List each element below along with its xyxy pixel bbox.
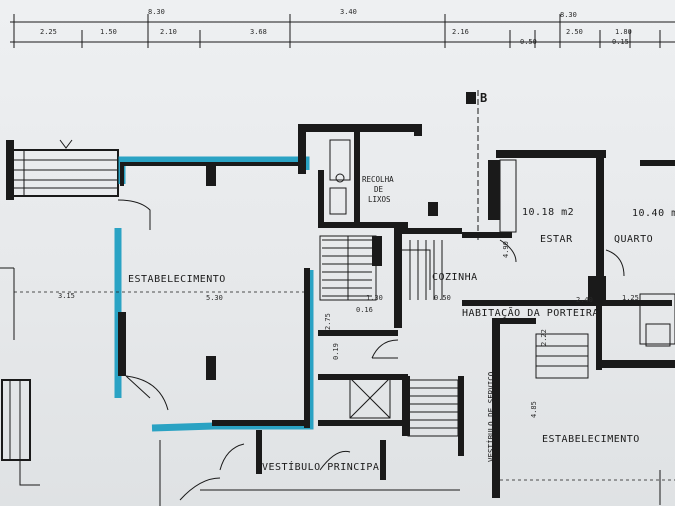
room-label-lixos: LIXOS <box>368 195 391 204</box>
dim-019: 0.19 <box>332 343 340 360</box>
room-label-estar: ESTAR <box>540 234 573 245</box>
room-label-estabelecimento-left: ESTABELECIMENTO <box>128 274 226 285</box>
dim-210: 2.10 <box>160 28 177 36</box>
room-label-vestibulo-servico: VESTÍBULO DE SERVIÇO <box>487 371 496 462</box>
dim-050: 0.50 <box>520 38 537 46</box>
dim-275: 2.75 <box>324 313 332 330</box>
left-stairs <box>6 139 151 230</box>
dim-016: 0.16 <box>356 306 373 314</box>
dim-150: 1.50 <box>100 28 117 36</box>
service-core <box>200 124 464 491</box>
dim-125: 1.25 <box>622 294 639 302</box>
dim-240: 2.40 <box>576 296 593 304</box>
dim-180: 1.80 <box>615 28 632 36</box>
section-marker-label: B <box>480 91 487 105</box>
room-label-de: DE <box>374 185 384 194</box>
room-area-estar: 10.18 m2 <box>522 207 574 218</box>
room-label-recolha: RECOLHA <box>362 175 394 184</box>
dim-490: 4.90 <box>502 241 510 258</box>
room-label-estabelecimento-right: ESTABELECIMENTO <box>542 434 640 445</box>
room-area-quarto: 10.40 m <box>632 208 675 219</box>
right-apartment <box>462 150 675 505</box>
dim-216: 2.16 <box>452 28 469 36</box>
room-label-vestibulo-principal: VESTÍBULO PRINCIPAL <box>262 460 386 473</box>
dim-530: 5.30 <box>206 294 223 302</box>
dim-250: 2.50 <box>566 28 583 36</box>
dim-485: 4.85 <box>530 401 538 418</box>
dim-315: 3.15 <box>58 292 75 300</box>
section-marker: B <box>466 90 487 240</box>
room-label-quarto: QUARTO <box>614 234 653 245</box>
room-label-cozinha: COZINHA <box>432 272 478 283</box>
dim-top-830-left: 8.30 <box>148 8 165 16</box>
dim-015: 0.15 <box>612 38 629 46</box>
dim-050-mid: 0.50 <box>434 294 451 302</box>
bottom-left-details <box>159 356 221 506</box>
top-dimension-lines: 8.30 3.40 8.30 2.25 1.50 2.10 3.68 2.16 … <box>10 8 675 48</box>
dim-222: 2.22 <box>540 329 548 346</box>
room-label-habitacao: HABITAÇÃO DA PORTEIRA <box>462 306 599 319</box>
dim-368: 3.68 <box>250 28 267 36</box>
dim-top-340: 3.40 <box>340 8 357 16</box>
dim-225: 2.25 <box>40 28 57 36</box>
establishment-walls <box>0 162 310 486</box>
dim-130: 1.30 <box>366 294 383 302</box>
dim-top-830-right: 8.30 <box>560 11 577 19</box>
